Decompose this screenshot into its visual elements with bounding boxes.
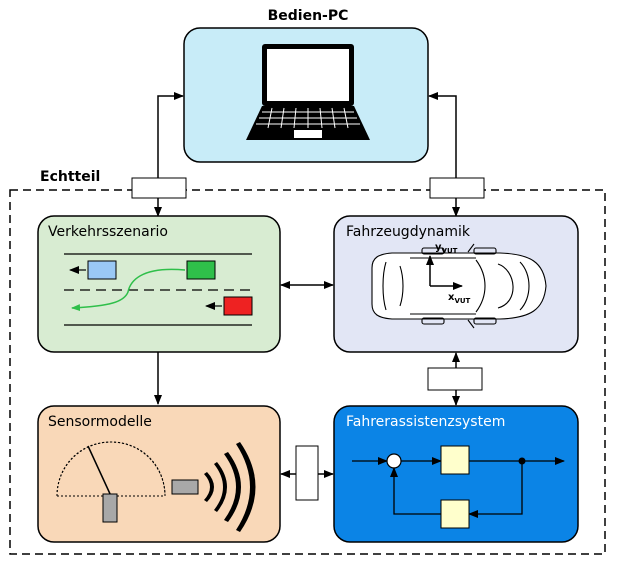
echtteil-region — [9, 189, 606, 555]
fahrzeugdynamik-title: Fahrzeugdynamik — [346, 224, 471, 240]
fahrerassistenzsystem-title: Fahrerassistenzsystem — [346, 414, 505, 430]
verkehrsszenario-title: Verkehrsszenario — [48, 224, 168, 240]
target-object-icon — [171, 479, 199, 495]
interface-box-mid-right — [427, 367, 483, 391]
control-loop-diagram — [352, 445, 565, 529]
sensor-beam-line — [87, 445, 112, 497]
pc-title: Bedien-PC — [268, 8, 349, 24]
interface-box-right — [429, 177, 485, 199]
radar-waves-icon — [204, 442, 256, 532]
laptop-icon — [246, 44, 370, 140]
x-axis-label: xVUT — [448, 292, 471, 305]
sensor-scene — [56, 441, 256, 532]
interface-box-mid-bottom — [295, 445, 319, 501]
sensormodelle-title: Sensormodelle — [48, 414, 152, 430]
lane-change-arrow — [71, 268, 186, 312]
controller-block-icon — [440, 445, 470, 475]
sensor-icon — [102, 493, 118, 523]
region-title: Echtteil — [40, 169, 100, 185]
y-axis-label: yVUT — [435, 242, 458, 255]
car-red-icon — [223, 296, 253, 316]
summing-junction-icon — [386, 453, 402, 469]
pc-connections — [154, 92, 460, 217]
car-blue-icon — [87, 260, 117, 280]
car-green-icon — [186, 260, 216, 280]
traffic-scene — [64, 253, 253, 326]
interface-box-left — [131, 177, 187, 199]
feedback-block-icon — [440, 499, 470, 529]
vehicle-axes: yVUT xVUT — [426, 242, 471, 305]
